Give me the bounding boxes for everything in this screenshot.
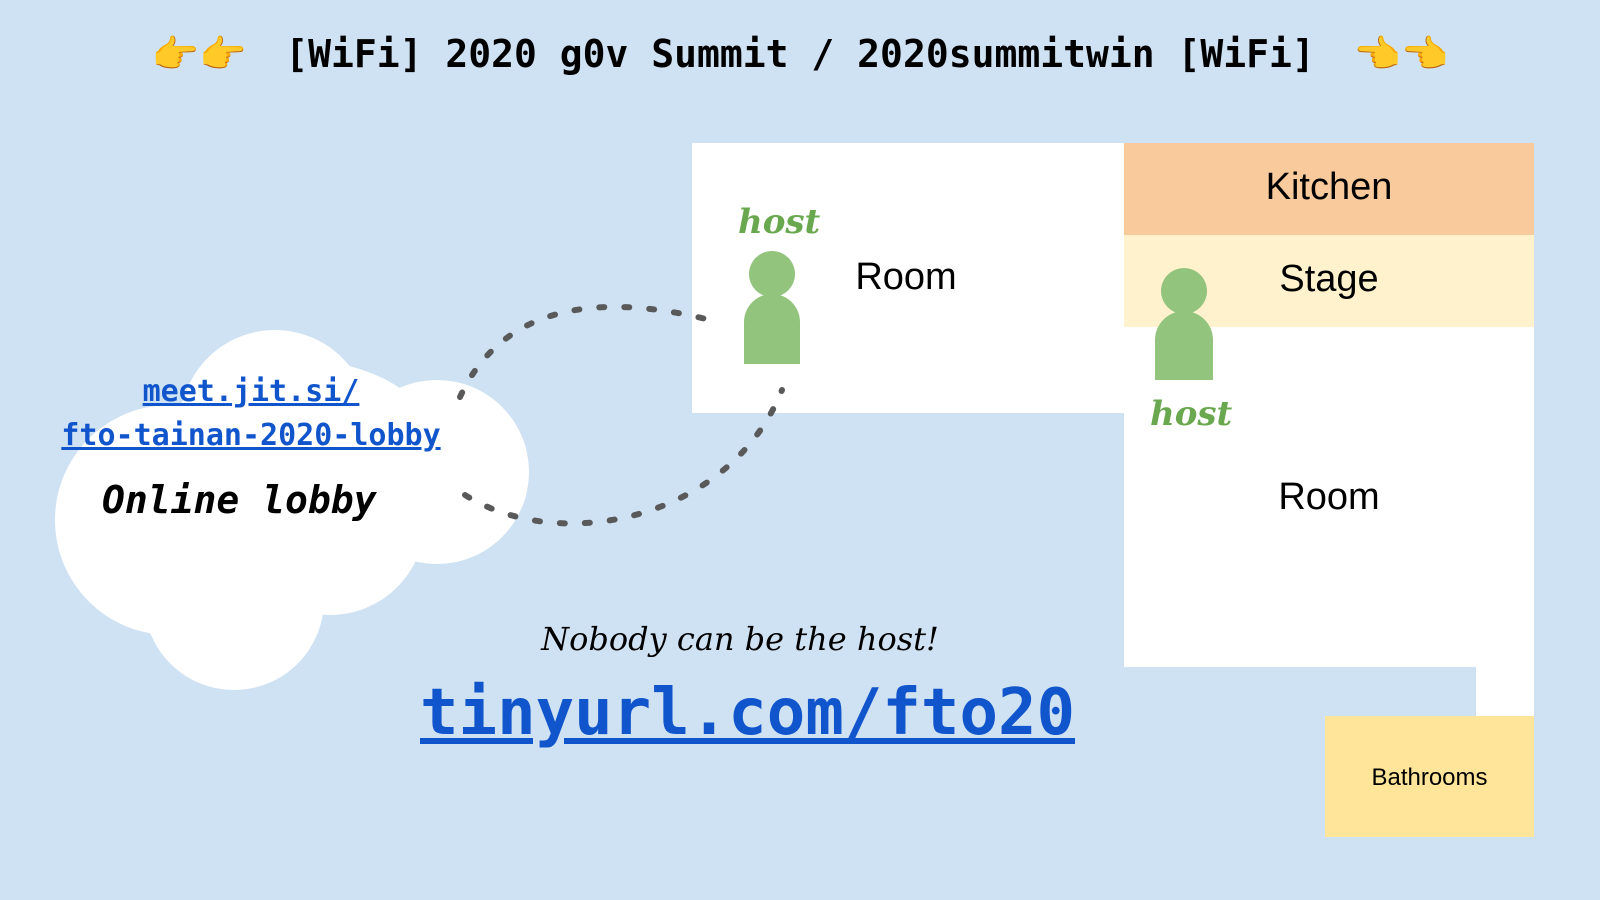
nobody-host-tagline: Nobody can be the host!: [541, 620, 939, 658]
room-left-label: Room: [855, 256, 957, 298]
room-to-lobby-connector: [462, 387, 785, 527]
kitchen-label: Kitchen: [1265, 166, 1393, 208]
pointing-left-hands-icon: 👈👈: [1353, 32, 1449, 76]
host-left-label: host: [738, 202, 821, 242]
bathroom-corridor: [1476, 660, 1534, 720]
host-left-person-icon: [744, 251, 800, 364]
pointing-right-hands-icon: 👉👉: [151, 32, 247, 76]
bathrooms-area: [1325, 716, 1534, 837]
kitchen-area: [1124, 143, 1534, 235]
lobby-to-room-connector: [457, 303, 713, 400]
lobby-link-line2[interactable]: fto-tainan-2020-lobby: [61, 418, 441, 453]
host-right-label: host: [1150, 394, 1233, 434]
wifi-banner-text: [WiFi] 2020 g0v Summit / 2020summitwin […: [285, 32, 1315, 76]
lobby-link-line1[interactable]: meet.jit.si/: [142, 374, 360, 409]
bathrooms-label: Bathrooms: [1371, 764, 1488, 791]
lobby-cloud: [55, 330, 529, 690]
stage-label: Stage: [1279, 258, 1379, 300]
wifi-banner: 👉👉 [WiFi] 2020 g0v Summit / 2020summitwi…: [0, 32, 1600, 77]
room-right-label: Room: [1278, 476, 1380, 518]
online-lobby-title: Online lobby: [102, 478, 377, 522]
host-right-person-icon: [1155, 268, 1213, 380]
tinyurl-link[interactable]: tinyurl.com/fto20: [420, 676, 1076, 750]
